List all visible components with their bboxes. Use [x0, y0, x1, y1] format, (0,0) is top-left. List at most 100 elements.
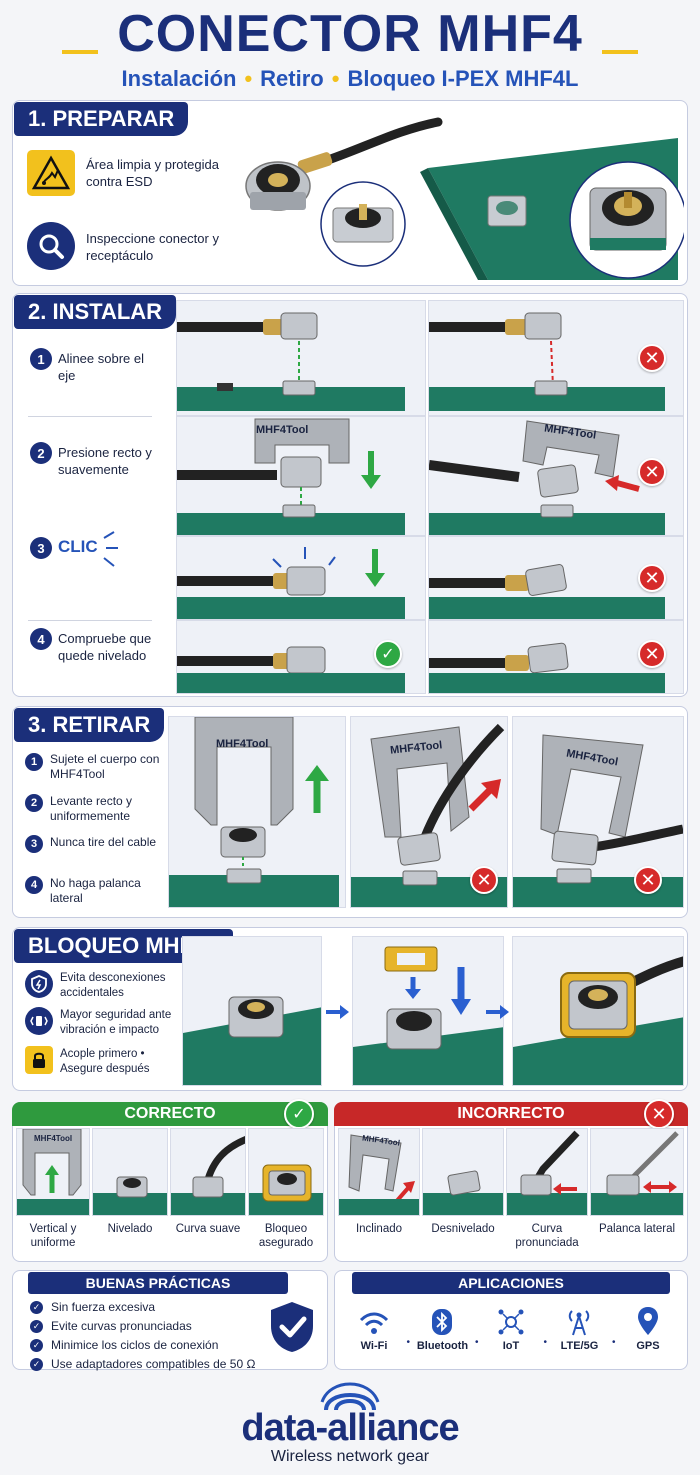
incorrect-title: INCORRECTO: [334, 1102, 688, 1126]
app-item-gps: GPS: [618, 1306, 678, 1352]
wrong-mark-icon: ✕: [638, 344, 666, 372]
wrong-mark-icon: ✕: [634, 866, 662, 894]
install-step-4-text: Compruebe que quede nivelado: [58, 631, 152, 663]
wrong-mark-icon: ✕: [470, 866, 498, 894]
incorrect-uneven-cell: [422, 1128, 504, 1216]
lock-benefit-2-text: Mayor seguridad ante vibración e impacto: [60, 1009, 172, 1036]
install-click-correct-cell: [176, 536, 426, 620]
incorrect-caption-3: Curva pronunciada: [515, 1223, 579, 1249]
correct-caption-4: Bloqueo asegurado: [258, 1223, 314, 1249]
signal-arcs-icon: [320, 1382, 380, 1411]
correct-vertical-cell: [16, 1128, 90, 1216]
best-practice-item: ✓Sin fuerza excesiva: [30, 1300, 255, 1314]
prepare-illustration: [245, 117, 684, 280]
section-prepare-tab: 1. PREPARAR: [14, 102, 189, 136]
check-icon: ✓: [30, 1338, 43, 1352]
wrong-mark-icon: ✕: [638, 458, 666, 486]
page-subtitle: Instalación•Retiro•Bloqueo I-PEX MHF4L: [0, 66, 700, 92]
correct-curve-cell: [170, 1128, 246, 1216]
best-practices-list: ✓Sin fuerza excesiva ✓Evite curvas pronu…: [30, 1300, 255, 1371]
lock-step-mated-cell: [182, 936, 322, 1086]
remove-step-2-number: 2: [25, 794, 43, 812]
check-icon: ✓: [30, 1357, 43, 1371]
best-practice-item: ✓Minimice los ciclos de conexión: [30, 1338, 255, 1352]
incorrect-caption-4: Palanca lateral: [598, 1223, 676, 1235]
incorrect-sharp-bend-cell: [506, 1128, 588, 1216]
correct-locked-cell: [248, 1128, 324, 1216]
prepare-esd-text: Área limpia y protegida contra ESD: [86, 157, 219, 189]
separator-dot: •: [474, 1337, 479, 1348]
brand-logo: data-alliance: [241, 1407, 459, 1449]
remove-step-4-number: 4: [25, 876, 43, 894]
page-title: CONECTOR MHF4: [117, 5, 583, 63]
applications-list: Wi-Fi • Bluetooth • IoT • LTE/5G • GPS: [344, 1306, 678, 1352]
step-divider: [28, 416, 152, 417]
lock-icon: [25, 1046, 53, 1074]
remove-step-2-text: Levante recto y uniformemente: [50, 794, 133, 823]
arrow-right-icon: [486, 1005, 509, 1019]
check-icon: ✓: [30, 1319, 43, 1333]
correct-caption-2: Nivelado: [107, 1223, 153, 1235]
esd-warning-icon: [27, 150, 75, 196]
install-step-2-text: Presione recto y suavemente: [58, 445, 152, 477]
title-decoration-left: [62, 50, 98, 54]
wrong-mark-icon: ✕: [638, 564, 666, 592]
correct-title: CORRECTO: [12, 1102, 328, 1126]
remove-step-1-text: Sujete el cuerpo con MHF4Tool: [50, 752, 160, 781]
correct-caption-3: Curva suave: [175, 1223, 241, 1235]
subtitle-removal: Retiro: [260, 66, 324, 91]
wifi-icon: [359, 1312, 389, 1334]
install-step-4-number: 4: [30, 628, 52, 650]
subtitle-lock: Bloqueo I-PEX MHF4L: [347, 66, 579, 91]
shield-check-icon: [271, 1302, 313, 1352]
tool-label: MHF4Tool: [216, 738, 269, 750]
install-step-3-text: CLIC: [58, 537, 98, 556]
incorrect-caption-2: Desnivelado: [431, 1223, 495, 1235]
incorrect-side-lever-cell: [590, 1128, 684, 1216]
separator-dot: •: [543, 1337, 547, 1348]
app-item-bluetooth: Bluetooth: [412, 1308, 472, 1352]
magnifier-icon: [27, 222, 75, 270]
subtitle-separator: •: [244, 66, 253, 91]
incorrect-tilted-cell: [338, 1128, 420, 1216]
lock-step-insert-cell: [352, 936, 504, 1086]
correct-caption-1: Vertical y uniforme: [29, 1223, 77, 1249]
remove-step-4-text: No haga palanca lateral: [50, 876, 141, 905]
separator-dot: •: [406, 1337, 410, 1348]
shield-icon: [25, 970, 53, 998]
best-practices-title: BUENAS PRÁCTICAS: [28, 1272, 288, 1294]
correct-mark-icon: ✓: [374, 640, 402, 668]
app-item-lte: LTE/5G: [549, 1308, 609, 1352]
best-practice-item: ✓Use adaptadores compatibles de 50 Ω: [30, 1357, 255, 1371]
install-step-1-number: 1: [30, 348, 52, 370]
wrong-mark-icon: ✕: [644, 1099, 674, 1129]
correct-mark-icon: ✓: [284, 1099, 314, 1129]
app-item-wifi: Wi-Fi: [344, 1310, 404, 1352]
subtitle-separator: •: [331, 66, 340, 91]
tool-label: MHF4Tool: [256, 424, 309, 436]
bluetooth-icon: [432, 1309, 453, 1335]
lock-benefit-3-text: Acople primero • Asegure después: [60, 1048, 150, 1075]
applications-title: APLICACIONES: [352, 1272, 670, 1294]
best-practice-item: ✓Evite curvas pronunciadas: [30, 1319, 255, 1333]
tool-label: MHF4Tool: [34, 1134, 73, 1143]
install-align-correct-cell: [176, 300, 426, 416]
install-step-3-number: 3: [30, 537, 52, 559]
remove-step-1-number: 1: [25, 753, 43, 771]
correct-level-cell: [92, 1128, 168, 1216]
antenna-icon: [569, 1310, 590, 1336]
install-step-1-text: Alinee sobre el eje: [58, 351, 144, 383]
remove-step-3-text: Nunca tire del cable: [50, 835, 157, 849]
install-step-2-number: 2: [30, 442, 52, 464]
wrong-mark-icon: ✕: [638, 640, 666, 668]
separator-dot: •: [611, 1337, 616, 1348]
section-install-tab: 2. INSTALAR: [14, 295, 177, 329]
remove-step-3-number: 3: [25, 835, 43, 853]
check-icon: ✓: [30, 1300, 43, 1314]
prepare-inspect-text: Inspeccione conector y receptáculo: [86, 231, 219, 263]
title-decoration-right: [602, 50, 638, 54]
section-remove-tab: 3. RETIRAR: [14, 708, 165, 742]
gps-pin-icon: [637, 1307, 658, 1335]
arrow-right-icon: [326, 1005, 349, 1019]
step-divider: [28, 620, 152, 621]
